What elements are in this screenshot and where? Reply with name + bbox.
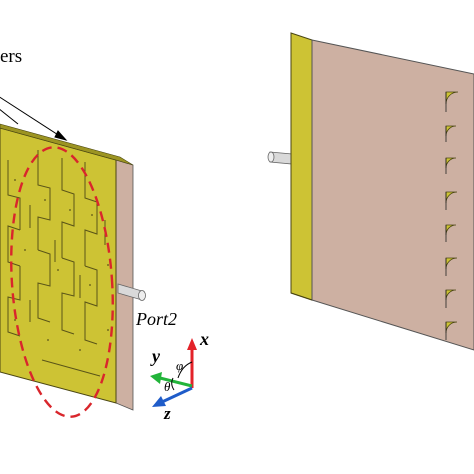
angle-phi-label: φ	[176, 358, 183, 373]
x-axis-arrowhead	[187, 338, 197, 350]
axis-z-label: z	[163, 404, 171, 423]
angle-theta-label: θ	[164, 379, 171, 394]
axis-y-label: y	[150, 346, 161, 366]
axis-x-label: x	[199, 329, 209, 349]
coordinate-axes	[150, 338, 197, 407]
callout-arrows	[0, 96, 68, 141]
highlight-ellipse	[10, 146, 114, 418]
y-axis-arrowhead	[150, 372, 162, 384]
callout-text: ers	[0, 46, 22, 67]
port-label: Port2	[135, 309, 177, 329]
phi-arc	[177, 361, 193, 379]
right-substrate-face	[311, 39, 474, 351]
left-top-edge	[0, 123, 134, 166]
right-copper-strip	[290, 32, 313, 301]
right-antenna	[267, 32, 474, 351]
theta-arc	[171, 377, 175, 391]
left-port-connector	[117, 283, 146, 301]
z-axis-arrowhead	[152, 396, 166, 407]
slot-pattern	[7, 150, 106, 377]
via-dots	[14, 179, 109, 351]
right-port-connector	[267, 151, 293, 165]
left-antenna	[0, 96, 146, 418]
quarter-disc-features	[445, 91, 459, 340]
